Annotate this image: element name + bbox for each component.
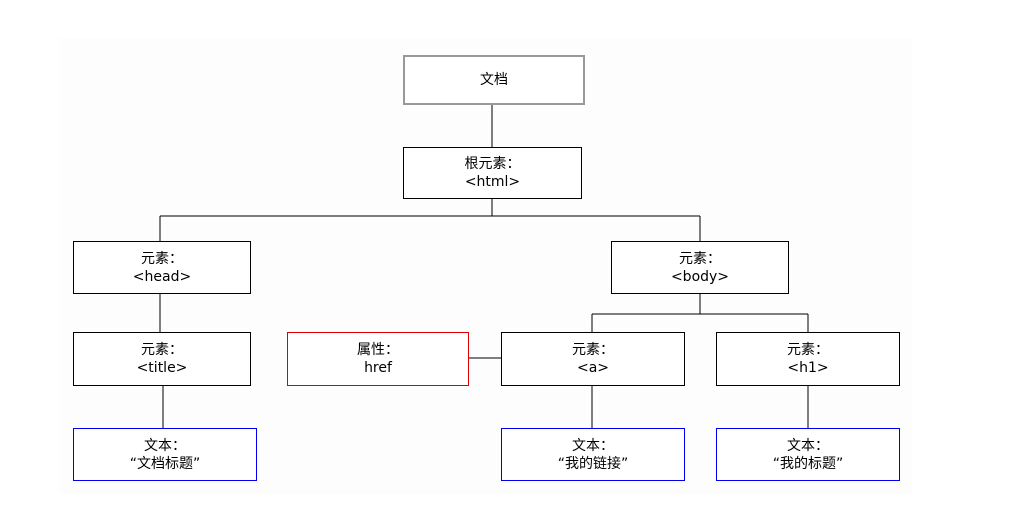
node-attribute-name: href — [364, 360, 392, 376]
node-a-label: 元素： — [572, 342, 614, 358]
node-title-text-label: 文本： — [144, 437, 186, 454]
node-document-label: 文档 — [480, 72, 508, 88]
node-title: 元素： <title> — [73, 332, 251, 386]
node-a: 元素： <a> — [501, 332, 685, 386]
node-a-text: 文本： “我的链接” — [501, 428, 685, 481]
node-a-tag: <a> — [576, 360, 610, 376]
node-title-label: 元素： — [141, 342, 183, 358]
node-h1-text-label: 文本： — [787, 437, 829, 454]
node-h1-text-value: “我的标题” — [772, 455, 844, 472]
node-body: 元素： <body> — [611, 241, 789, 294]
node-h1-tag: <h1> — [787, 360, 829, 376]
node-head-label: 元素： — [141, 250, 183, 267]
node-a-text-label: 文本： — [572, 437, 614, 454]
node-title-text: 文本： “文档标题” — [73, 428, 257, 481]
node-h1-label: 元素： — [787, 342, 829, 358]
node-head-tag: <head> — [132, 268, 192, 285]
node-attribute-label: 属性： — [357, 342, 399, 358]
node-body-tag: <body> — [670, 268, 730, 285]
node-html-label: 根元素： — [464, 156, 521, 172]
node-head: 元素： <head> — [73, 241, 251, 294]
node-a-text-value: “我的链接” — [557, 455, 629, 472]
node-body-label: 元素： — [679, 250, 721, 267]
node-html: 根元素： <html> — [403, 147, 582, 199]
node-html-tag: <html> — [464, 174, 521, 190]
node-title-text-value: “文档标题” — [129, 455, 201, 472]
node-h1: 元素： <h1> — [716, 332, 900, 386]
node-title-tag: <title> — [136, 360, 188, 376]
node-document: 文档 — [403, 55, 585, 105]
node-attribute-href: 属性： href — [287, 332, 469, 386]
node-h1-text: 文本： “我的标题” — [716, 428, 900, 481]
